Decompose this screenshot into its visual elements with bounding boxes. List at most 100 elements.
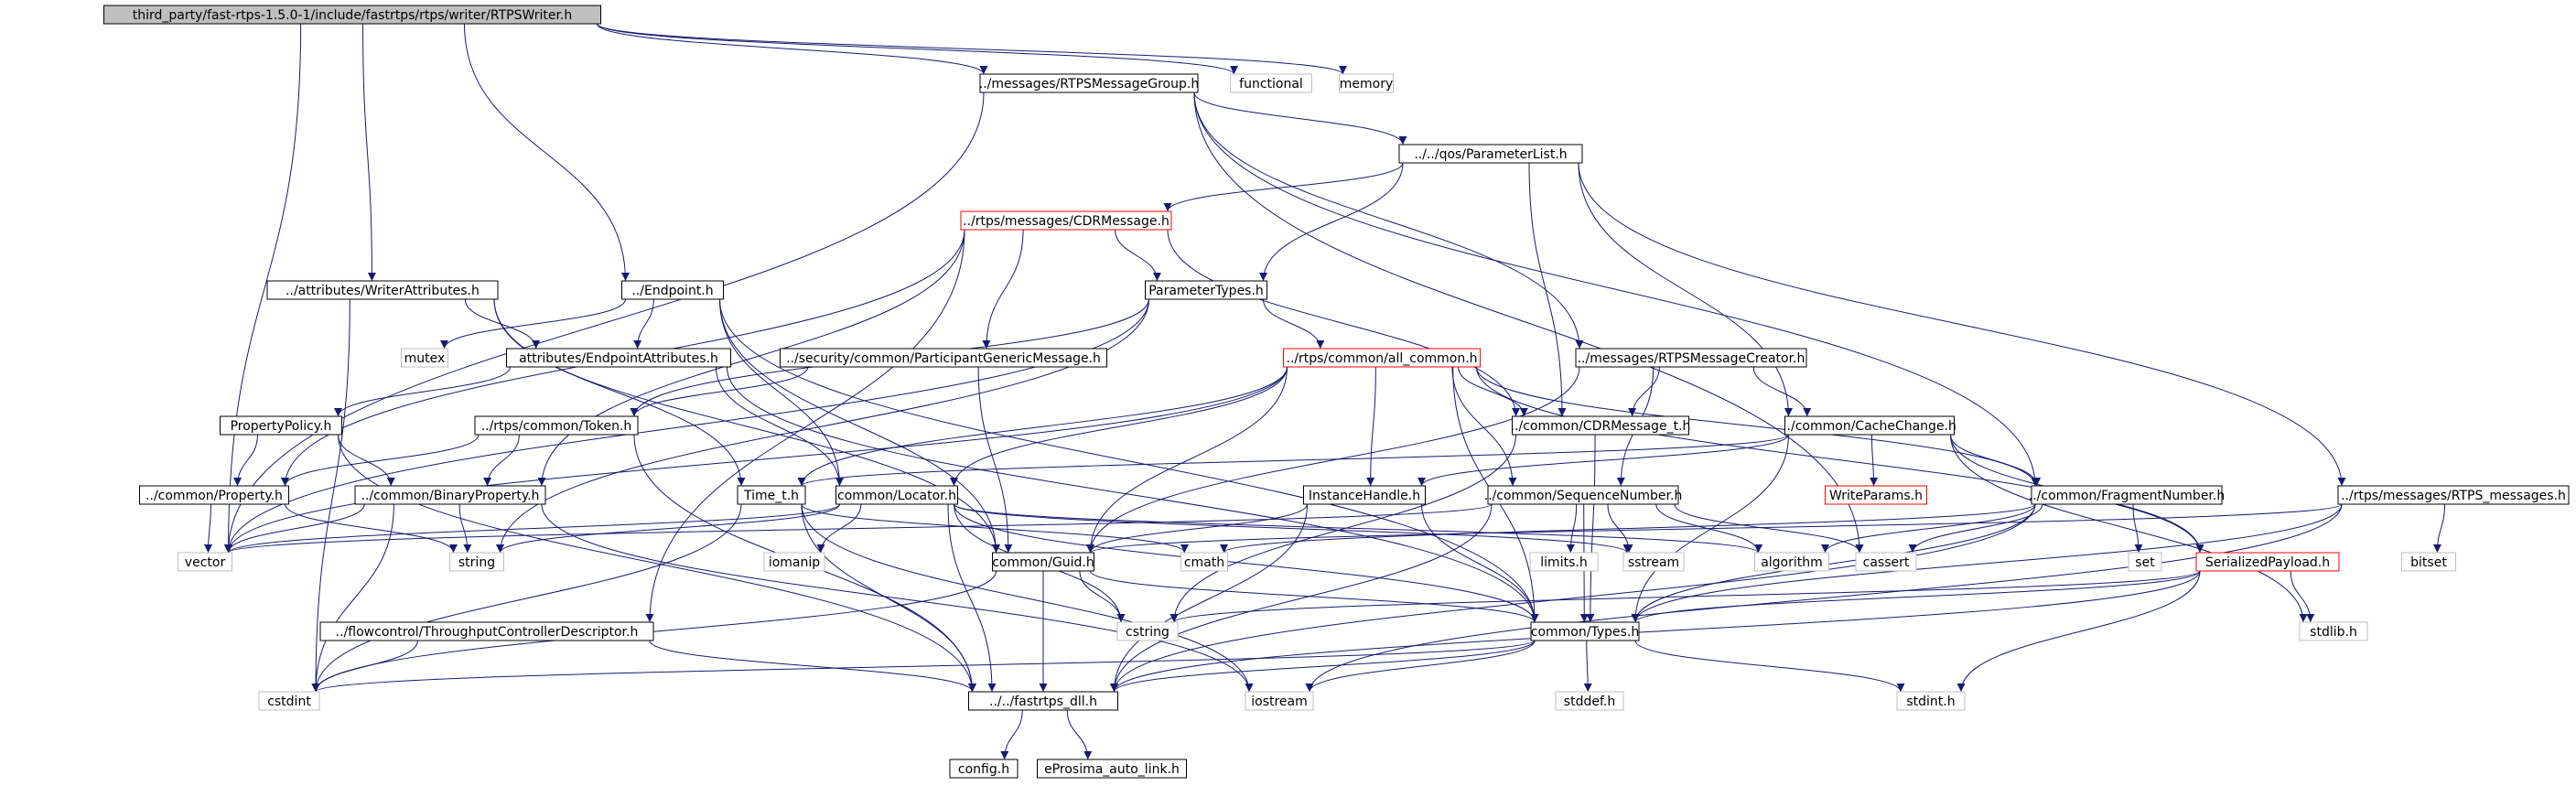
node-endpoint[interactable]: ../Endpoint.h <box>621 280 724 300</box>
node-flowctl[interactable]: ../flowcontrol/ThroughputControllerDescr… <box>319 621 654 641</box>
node-box <box>1283 348 1481 368</box>
node-propertypolicy[interactable]: PropertyPolicy.h <box>220 415 342 436</box>
node-config[interactable]: config.h <box>949 759 1019 779</box>
edge-fragnum-to-types <box>1631 503 2036 623</box>
edge-cdrmsg-to-binprop <box>537 229 965 487</box>
node-box <box>2401 552 2456 572</box>
edge-fragnum-to-cassert <box>1908 503 2043 554</box>
node-label: ../rtps/common/Token.h <box>481 419 632 434</box>
edge-allcommon-to-serpayload <box>1476 366 2204 554</box>
node-box <box>1530 621 1640 641</box>
node-label: set <box>2135 555 2155 570</box>
edge-types-to-cstdint <box>311 640 1536 693</box>
edge-token-to-property <box>281 434 480 487</box>
node-label: ../../fastrtps_dll.h <box>989 694 1097 709</box>
node-label: ../Endpoint.h <box>631 284 713 298</box>
node-label: attributes/EndpointAttributes.h <box>519 351 718 366</box>
node-label: ../rtps/messages/CDRMessage.h <box>963 214 1169 229</box>
node-box <box>178 552 232 572</box>
node-binprop[interactable]: ../common/BinaryProperty.h <box>354 485 546 505</box>
edge-types-to-dll <box>1110 640 1536 693</box>
edge-cachechange-to-instancehandle <box>1417 434 1789 487</box>
edge-endpointattr-to-types <box>727 366 1539 623</box>
node-seqnum[interactable]: ../common/SequenceNumber.h <box>1484 485 1683 505</box>
edge-root-to-msggroup <box>597 23 988 75</box>
node-label: WriteParams.h <box>1829 489 1923 503</box>
node-fragnum[interactable]: ../common/FragmentNumber.h <box>2029 485 2225 505</box>
node-dll[interactable]: ../../fastrtps_dll.h <box>968 691 1118 711</box>
node-msgcreator[interactable]: ../messages/RTPSMessageCreator.h <box>1575 348 1807 368</box>
node-algorithm: algorithm <box>1754 552 1829 572</box>
node-writeparams[interactable]: WriteParams.h <box>1825 485 1927 505</box>
node-label: ../common/BinaryProperty.h <box>361 489 540 503</box>
edge-allcommon-to-timet <box>797 366 1288 487</box>
node-box <box>1754 552 1829 572</box>
node-box <box>737 485 806 505</box>
edge-propertypolicy-to-binprop <box>338 434 395 487</box>
node-box <box>1116 621 1179 641</box>
node-vector: vector <box>178 552 232 572</box>
node-cdrmsg[interactable]: ../rtps/messages/CDRMessage.h <box>960 210 1172 231</box>
node-types[interactable]: common/Types.h <box>1530 621 1640 641</box>
edge-flowctl-to-dll <box>649 640 976 693</box>
edge-serpayload-to-cstring <box>1169 570 2201 623</box>
node-autolink[interactable]: eProsima_auto_link.h <box>1037 759 1187 779</box>
node-label: ../flowcontrol/ThroughputControllerDescr… <box>336 625 639 640</box>
node-box <box>1037 759 1187 779</box>
node-box <box>1896 691 1966 711</box>
node-label: ../messages/RTPSMessageCreator.h <box>1578 351 1805 366</box>
node-box <box>103 5 601 25</box>
node-box <box>506 348 731 368</box>
edge-fragnum-to-set <box>2132 503 2143 554</box>
node-locator[interactable]: common/Locator.h <box>835 485 958 505</box>
node-writerattr[interactable]: ../attributes/WriterAttributes.h <box>266 280 499 300</box>
node-property[interactable]: ../common/Property.h <box>139 485 289 505</box>
node-cstring: cstring <box>1116 621 1179 641</box>
node-label: ../../qos/ParameterList.h <box>1414 147 1567 162</box>
edge-binprop-to-iostream <box>541 503 1254 693</box>
node-box <box>992 552 1094 572</box>
node-box <box>258 691 320 711</box>
edge-cdrmsg-to-paramtypes <box>1115 229 1161 282</box>
edge-serpayload-to-stdlib <box>2290 570 2315 623</box>
node-pgm[interactable]: ../security/common/ParticipantGenericMes… <box>780 348 1107 368</box>
node-guid[interactable]: common/Guid.h <box>992 552 1094 572</box>
node-root[interactable]: third_party/fast-rtps-1.5.0-1/include/fa… <box>103 5 601 25</box>
node-cachechange[interactable]: ../common/CacheChange.h <box>1783 415 1956 436</box>
node-string: string <box>449 552 504 572</box>
node-box <box>1145 280 1267 300</box>
node-token[interactable]: ../rtps/common/Token.h <box>474 415 639 436</box>
node-box <box>319 621 654 641</box>
node-box <box>2031 485 2223 505</box>
node-label: vector <box>185 555 226 570</box>
node-serpayload[interactable]: SerializedPayload.h <box>2195 552 2340 572</box>
node-label: ../rtps/messages/RTPS_messages.h <box>2341 489 2566 503</box>
node-label: algorithm <box>1761 555 1823 570</box>
edge-paramlist-to-paramtypes <box>1259 162 1404 282</box>
edge-locator-to-sstream <box>954 503 1632 554</box>
edge-seqnum-to-vector <box>224 503 1493 554</box>
node-box <box>1512 415 1689 436</box>
node-paramtypes[interactable]: ParameterTypes.h <box>1145 280 1267 300</box>
node-instancehandle[interactable]: InstanceHandle.h <box>1303 485 1426 505</box>
edge-locator-to-algorithm <box>954 503 1762 554</box>
node-paramlist[interactable]: ../../qos/ParameterList.h <box>1398 144 1583 164</box>
node-timet[interactable]: Time_t.h <box>737 485 806 505</box>
edge-rtpsmsgs-to-bitset <box>2432 503 2446 554</box>
edge-msggroup-to-fragnum <box>1193 92 2040 487</box>
node-label: ../messages/RTPSMessageGroup.h <box>979 77 1199 92</box>
node-label: ../common/FragmentNumber.h <box>2029 489 2225 503</box>
node-msggroup[interactable]: ../messages/RTPSMessageGroup.h <box>979 73 1199 93</box>
edge-propertypolicy-to-dll <box>338 434 976 693</box>
node-stdlib: stdlib.h <box>2299 621 2368 641</box>
node-box <box>835 485 958 505</box>
node-rtpsmsgs[interactable]: ../rtps/messages/RTPS_messages.h <box>2337 485 2570 505</box>
edge-cachechange-to-fragnum <box>1950 434 2042 487</box>
node-cdrmsgt[interactable]: ../common/CDRMessage_t.h <box>1511 415 1691 436</box>
node-endpointattr[interactable]: attributes/EndpointAttributes.h <box>506 348 731 368</box>
node-label: sstream <box>1628 555 1679 570</box>
edge-types-to-stdint <box>1634 640 1905 693</box>
node-allcommon[interactable]: ../rtps/common/all_common.h <box>1283 348 1481 368</box>
edge-writerattr-to-timet <box>493 298 746 487</box>
edge-cdrmsg-to-cdrmsgt <box>1167 229 1520 417</box>
